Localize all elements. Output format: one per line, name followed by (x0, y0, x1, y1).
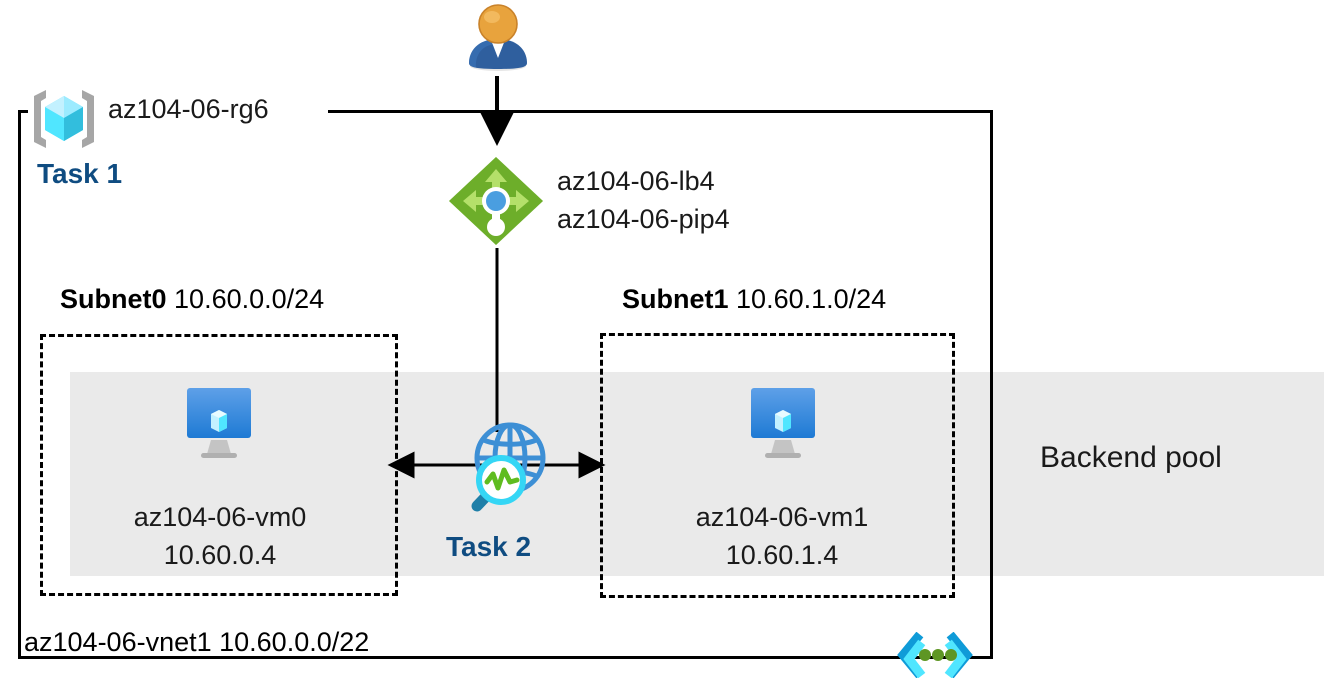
backend-pool-band (70, 372, 1324, 576)
vm-0-name: az104-06-vm0 (133, 502, 307, 532)
vm-0-labels: az104-06-vm0 10.60.0.4 (108, 498, 332, 574)
vm-0-ip: 10.60.0.4 (163, 540, 277, 570)
resource-group-name: az104-06-rg6 (108, 94, 269, 124)
subnet-0-title: Subnet0 10.60.0.0/24 (60, 284, 324, 315)
backend-pool-label: Backend pool (1040, 441, 1222, 474)
user-icon (462, 3, 534, 75)
resource-group-border-gap (28, 101, 328, 119)
subnet-1-name: Subnet1 (622, 284, 729, 314)
load-balancer-labels: az104-06-lb4 az104-06-pip4 (557, 162, 730, 238)
subnet-1-boundary (600, 333, 955, 598)
vm-1-ip: 10.60.1.4 (725, 540, 839, 570)
vm-1-name: az104-06-vm1 (695, 502, 869, 532)
resource-group-cube-icon (30, 88, 98, 150)
subnet-1-cidr: 10.60.1.0/24 (736, 284, 887, 314)
subnet-0-boundary (40, 334, 398, 596)
task-2-label: Task 2 (446, 531, 532, 562)
vm-1-labels: az104-06-vm1 10.60.1.4 (670, 498, 894, 574)
virtual-machine-icon (177, 380, 261, 464)
load-balancer-name: az104-06-lb4 (557, 166, 715, 196)
network-watcher-globe-icon (455, 418, 553, 516)
task-1-label: Task 1 (37, 158, 123, 189)
subnet-0-name: Subnet0 (60, 284, 167, 314)
virtual-network-icon (895, 631, 975, 679)
subnet-1-title: Subnet1 10.60.1.0/24 (622, 284, 886, 315)
virtual-machine-icon (741, 380, 825, 464)
subnet-0-cidr: 10.60.0.0/24 (174, 284, 325, 314)
vnet-label: az104-06-vnet1 10.60.0.0/22 (24, 627, 370, 657)
public-ip-name: az104-06-pip4 (557, 204, 730, 234)
load-balancer-icon (447, 155, 545, 253)
